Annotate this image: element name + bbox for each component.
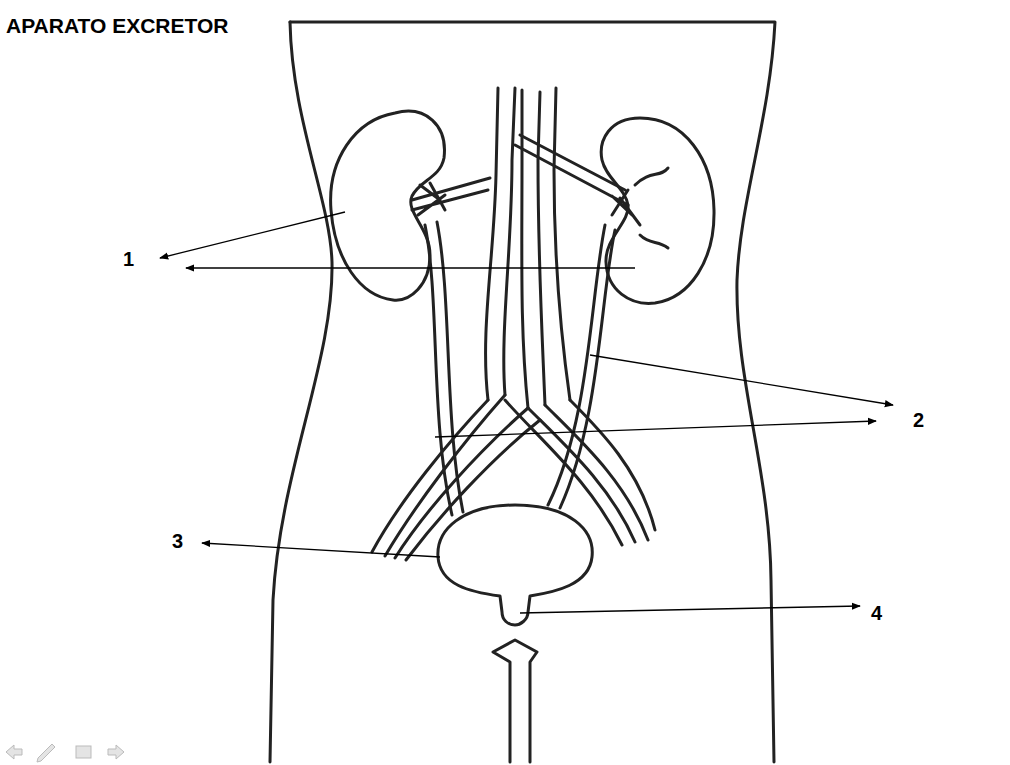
leader-line (520, 606, 860, 613)
ureter-left (425, 222, 463, 515)
leader-line (160, 212, 345, 258)
aorta (522, 88, 570, 408)
kidney-right (601, 118, 714, 303)
leader-line (590, 355, 893, 405)
bladder (438, 505, 592, 625)
callout-number: 4 (869, 602, 884, 624)
vena-cava (486, 88, 515, 400)
diagram-title: APARATO EXCRETOR (6, 15, 228, 36)
leader-line (186, 267, 635, 268)
leader-line (202, 543, 440, 557)
callout-number: 1 (121, 248, 136, 270)
callout-number: 3 (170, 530, 185, 552)
body-outline (290, 22, 775, 762)
leader-line (435, 421, 876, 437)
callout-number: 2 (911, 409, 926, 431)
renal-vessels-left (412, 178, 490, 215)
body-outline-left (270, 22, 332, 762)
leg-gap (493, 640, 537, 762)
slide-controls (6, 744, 124, 762)
